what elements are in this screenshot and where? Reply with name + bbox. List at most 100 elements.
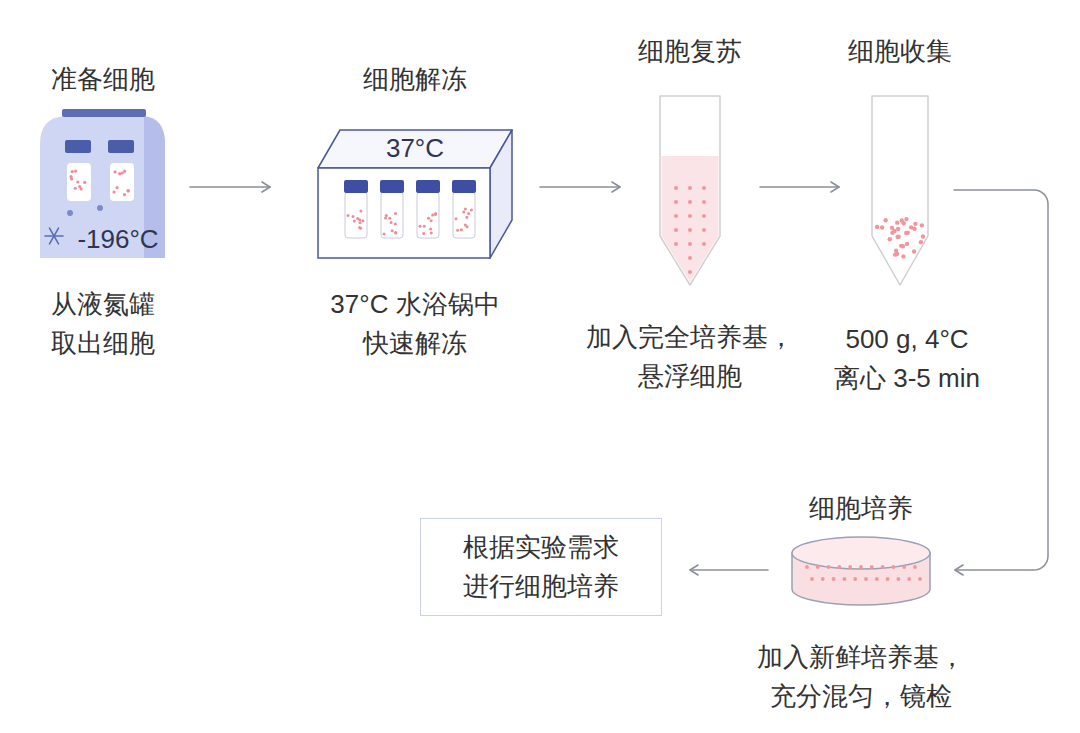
cell-dot [112, 190, 115, 193]
step-title: 细胞培养 [809, 489, 913, 528]
cell-dot [359, 221, 362, 224]
cell-dot [913, 222, 917, 226]
tank-body [40, 116, 165, 258]
step-caption: 加入新鲜培养基， 充分混匀，镜检 [749, 638, 974, 716]
cell-dot [352, 215, 355, 218]
cell-dot [434, 212, 437, 215]
cell-dot [127, 189, 130, 192]
cell-dot [674, 214, 678, 218]
step-title: 细胞复苏 [638, 32, 742, 71]
cell-dot [430, 232, 433, 235]
vial-cap [344, 180, 368, 193]
cell-dot [455, 217, 458, 220]
cell-dot [905, 242, 909, 246]
snowflake-symbol [50, 228, 59, 244]
cell-dot [897, 577, 901, 581]
cell-dot [920, 223, 924, 227]
cell-dot [431, 214, 434, 217]
cell-dot [394, 212, 397, 215]
cell-dot [821, 577, 825, 581]
culture-dish-outline [790, 535, 932, 610]
step-caption: 从液氮罐 取出细胞 [38, 285, 168, 363]
cell-dot [113, 170, 116, 173]
step-title: 细胞解冻 [363, 60, 467, 99]
cell-dot [918, 577, 922, 581]
cryo-vial [67, 163, 91, 201]
cell-dot [353, 219, 356, 222]
cell-dot [688, 186, 692, 190]
flow-arrow [190, 186, 270, 188]
cell-dot [74, 187, 77, 190]
cell-dot [892, 565, 896, 569]
cell-dot [467, 212, 470, 215]
cell-dot [688, 256, 692, 260]
cell-dot [904, 231, 908, 235]
cell-dot [465, 216, 468, 219]
cell-dot [896, 235, 900, 239]
illustration [40, 109, 165, 258]
centrifuge-tube-outline [659, 96, 721, 285]
cell-dot [909, 225, 913, 229]
centrifuge-tube: 细胞复苏加入完全培养基， 悬浮细胞 [659, 96, 721, 285]
cell-dot [899, 244, 903, 248]
cell-dot [688, 270, 692, 274]
cell-dot [394, 231, 397, 234]
step-caption: 加入完全培养基， 悬浮细胞 [578, 318, 803, 396]
cell-dot [383, 232, 386, 235]
temperature-label: -196°C [77, 220, 158, 259]
cell-dot [886, 577, 890, 581]
cell-dot [388, 217, 391, 220]
temperature-label: 37°C [386, 129, 444, 168]
cell-dot [859, 565, 863, 569]
tank-label [65, 140, 91, 153]
cryo-vial [110, 163, 134, 201]
cell-dot [702, 200, 706, 204]
cell-dot [900, 218, 904, 222]
cell-dot [674, 228, 678, 232]
cell-dot [464, 208, 467, 211]
cell-dot [702, 228, 706, 232]
cell-dot [123, 193, 126, 196]
cell-dot [816, 565, 820, 569]
cell-dot [907, 577, 911, 581]
cryo-vial [345, 192, 367, 238]
cryo-vial [417, 192, 439, 238]
cell-dot [875, 577, 879, 581]
cell-dot [456, 229, 459, 232]
culture-dish: 细胞培养加入新鲜培养基， 充分混匀，镜检 [790, 535, 932, 610]
cell-dot [843, 577, 847, 581]
cell-dot [895, 220, 899, 224]
cell-dot [702, 214, 706, 218]
bath-top [318, 130, 512, 168]
cell-dot [881, 565, 885, 569]
cell-dot [70, 177, 73, 180]
cell-dot [466, 225, 469, 228]
cell-dot [832, 577, 836, 581]
cell-dot [894, 249, 898, 253]
bath-side [490, 130, 512, 258]
cell-dot [688, 228, 692, 232]
cell-dot [358, 218, 361, 221]
tube-outline [872, 96, 928, 285]
cell-dot [462, 211, 465, 214]
cell-dot [78, 185, 81, 188]
cell-dot [390, 221, 393, 224]
flow-arrow [540, 186, 620, 188]
centrifuge-tube: 细胞收集500 g, 4°C 离心 3-5 min [871, 96, 929, 285]
water-bath: 细胞解冻37°C37°C 水浴锅中 快速解冻 [318, 128, 512, 258]
illustration [872, 96, 928, 285]
process-box: 根据实验需求 进行细胞培养 [420, 518, 662, 616]
cell-dot [864, 577, 868, 581]
vial-cap [380, 180, 404, 193]
cell-dot [674, 200, 678, 204]
centrifuge-tube-outline [871, 96, 929, 285]
cell-dot [429, 228, 432, 231]
cell-dot [358, 226, 361, 229]
cell-dot [921, 234, 925, 238]
cell-dot [919, 240, 923, 244]
cell-dot [912, 249, 916, 253]
tank-lid [62, 109, 146, 117]
cell-dot [674, 186, 678, 190]
cell-dot [391, 229, 394, 232]
cell-dot [384, 217, 387, 220]
